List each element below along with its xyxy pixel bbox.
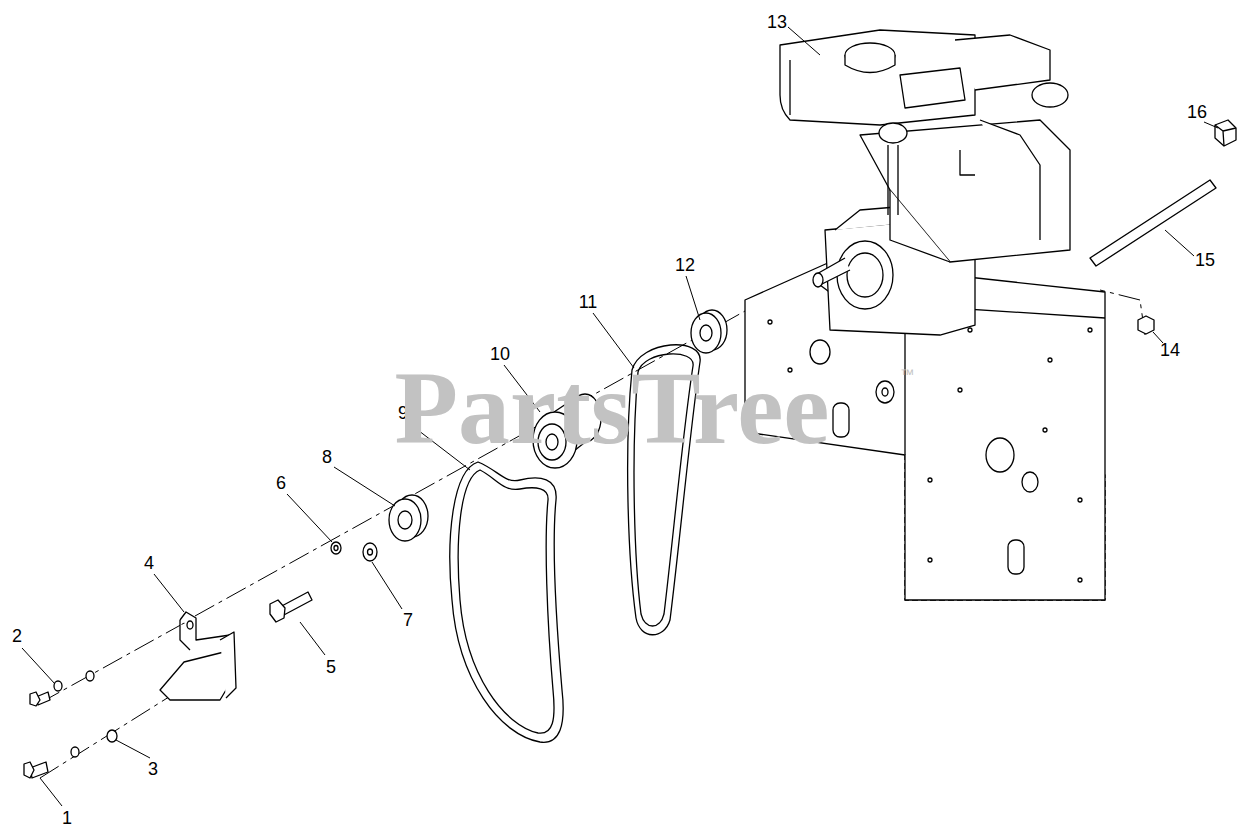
callout-number: 13	[767, 13, 787, 31]
watermark-mark: ™	[900, 367, 914, 381]
bolt	[270, 592, 312, 622]
pulley	[691, 310, 727, 353]
callout-number: 3	[148, 760, 158, 778]
drive-belt	[450, 462, 563, 742]
shaft	[1090, 120, 1236, 334]
callout-number: 12	[675, 256, 695, 274]
bracket	[160, 612, 236, 700]
engine	[780, 30, 1070, 335]
callout-number: 14	[1160, 341, 1180, 359]
fastener	[24, 671, 117, 778]
callout-number: 16	[1187, 103, 1207, 121]
callout-number: 11	[579, 293, 598, 311]
watermark: PartsTree	[394, 356, 829, 460]
callout-number: 5	[326, 658, 336, 676]
pulley	[331, 495, 428, 561]
callout-number: 6	[276, 474, 286, 492]
callout-number: 2	[12, 627, 22, 645]
leader-line	[22, 27, 1218, 806]
callout-number: 4	[144, 554, 154, 572]
center-line	[40, 255, 1145, 778]
callout-number: 7	[403, 611, 413, 629]
callout-number: 15	[1195, 251, 1215, 269]
callout-number: 1	[62, 809, 72, 827]
callout-number: 8	[322, 448, 332, 466]
